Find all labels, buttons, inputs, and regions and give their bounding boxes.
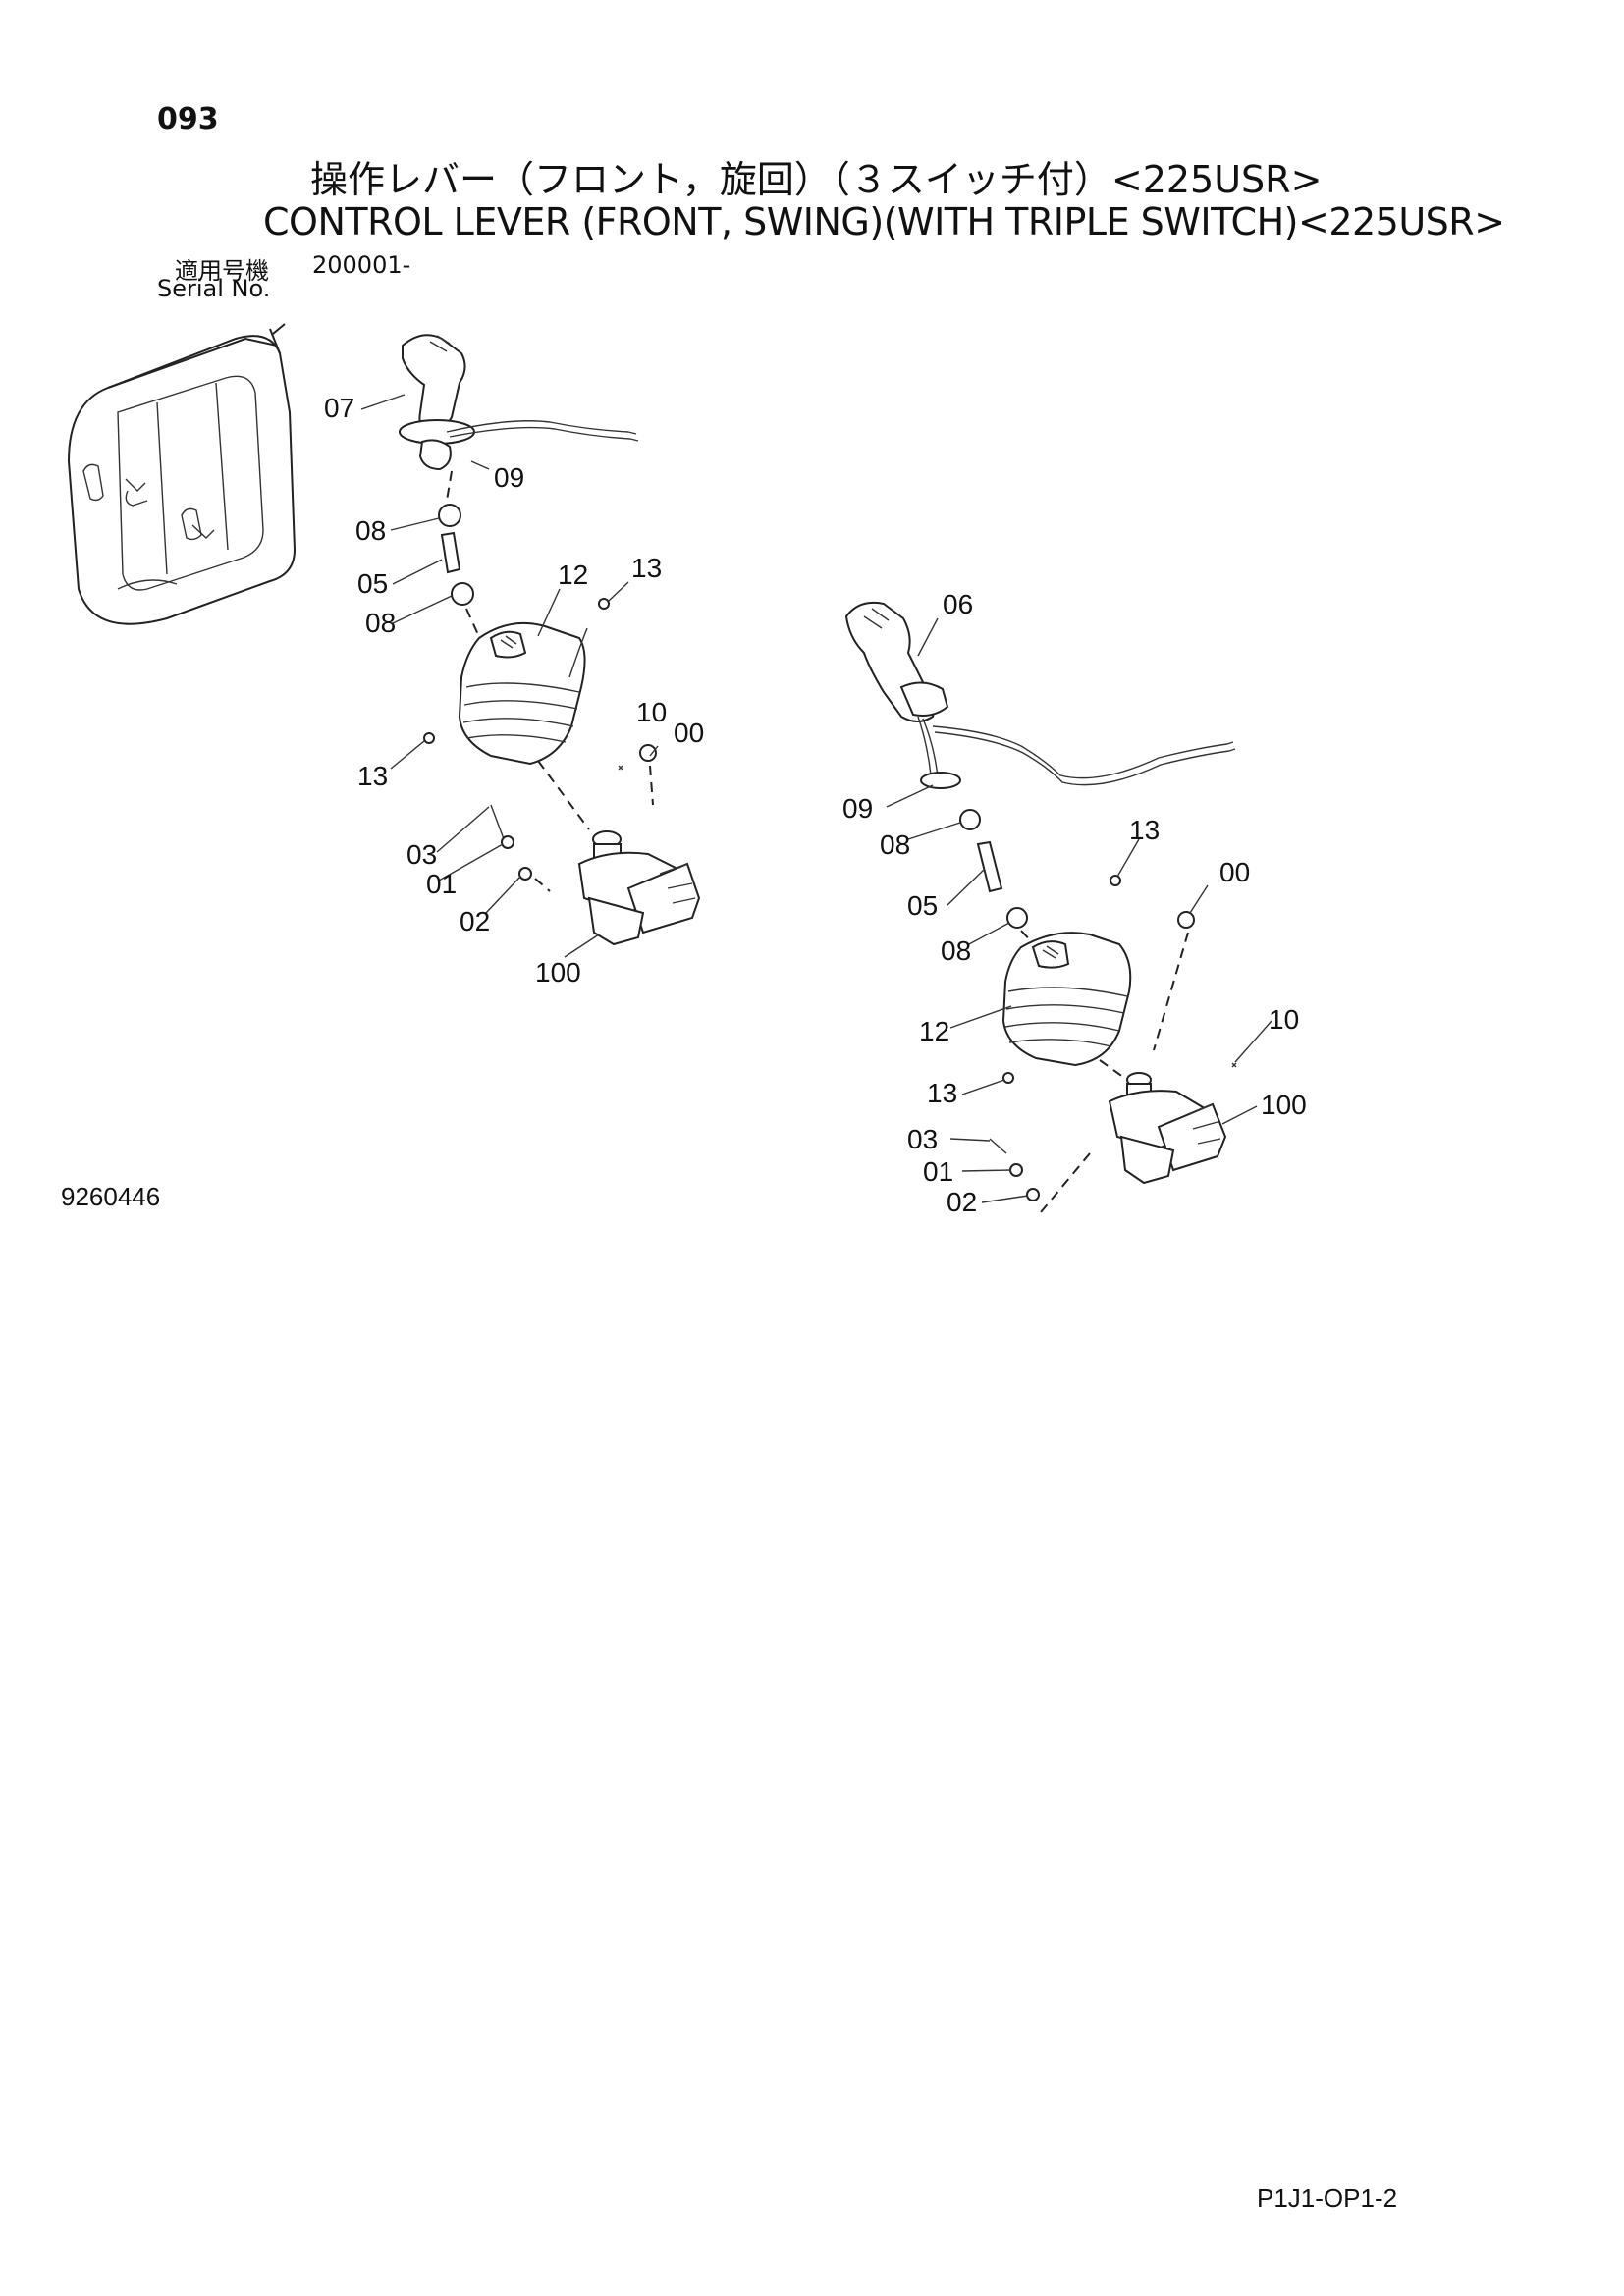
callout-02-right: 02 [947,1187,977,1217]
nut-08-lower [451,582,474,606]
nut-02 [518,867,532,881]
callout-06-right: 06 [943,589,973,619]
nut-08-upper [438,504,461,527]
callout-13-lower-right: 13 [927,1078,957,1108]
callout-12-right: 12 [919,1016,949,1046]
lever-grip-06 [844,601,1236,789]
title-japanese: 操作レバー（フロント，旋回）（３スイッチ付）<225USR> [310,158,1323,201]
callout-07: 07 [324,393,354,423]
pilot-valve-100 [577,830,701,946]
screw-13-lower [423,732,435,744]
pilot-valve-100-right [1108,1072,1227,1185]
nut-08-upper-right [959,809,981,830]
callout-08-upper: 08 [355,515,386,546]
callout-13-lower: 13 [357,761,388,791]
serial-label-english: Serial No. [157,275,271,302]
left-control-lever-assembly [399,334,701,946]
title-english: CONTROL LEVER (FRONT, SWING)(WITH TRIPLE… [263,200,1505,243]
callout-13-upper-right: 13 [1129,815,1160,845]
callout-10-right: 10 [1269,1004,1299,1035]
cab-overview-illustration [67,323,297,625]
callout-08-lower-right: 08 [941,935,971,966]
callout-08-upper-right: 08 [880,829,910,860]
callout-09-right: 09 [842,793,873,824]
rubber-boot-12 [458,621,586,766]
pin-10-right [1231,1062,1237,1068]
callout-03-right: 03 [907,1124,938,1154]
callout-01: 01 [426,869,457,899]
leader-lines [360,394,1272,1203]
callout-03: 03 [406,839,437,870]
callout-100: 100 [535,957,581,988]
nut-02-right [1026,1188,1040,1201]
screw-13-upper-right [1110,875,1121,886]
callout-12: 12 [558,560,588,590]
callout-13-upper: 13 [631,553,662,583]
washer-01-right [1009,1163,1023,1177]
plug-00 [639,744,657,762]
screw-13-lower-right [1002,1072,1014,1084]
lever-grip-07 [399,334,639,471]
callout-05: 05 [357,568,388,599]
callout-05-right: 05 [907,890,938,921]
callout-10: 10 [636,697,667,727]
pin-03-right [989,1138,1007,1154]
nut-08-lower-right [1006,907,1028,929]
callout-01-right: 01 [923,1156,953,1187]
callout-00: 00 [674,718,704,748]
serial-label-japanese: 適用号機 [175,257,269,285]
washer-01 [501,835,514,849]
right-control-lever-assembly [844,601,1237,1213]
callout-09: 09 [494,462,524,493]
callout-08-lower: 08 [365,608,396,638]
figure-number: 9260446 [61,1182,161,1211]
callout-100-right: 100 [1261,1090,1307,1120]
screw-13-upper [598,598,610,610]
rod-05-right [976,840,1003,893]
rod-05 [440,531,461,574]
pin-10 [618,765,623,771]
page-number: 093 [157,102,219,136]
rubber-boot-12-right [1001,932,1132,1067]
serial-value: 200001- [312,251,411,279]
callout-02: 02 [460,906,490,936]
plug-00-right [1177,911,1195,929]
page-code: P1J1-OP1-2 [1257,2183,1398,2213]
callout-00-right: 00 [1219,857,1250,887]
